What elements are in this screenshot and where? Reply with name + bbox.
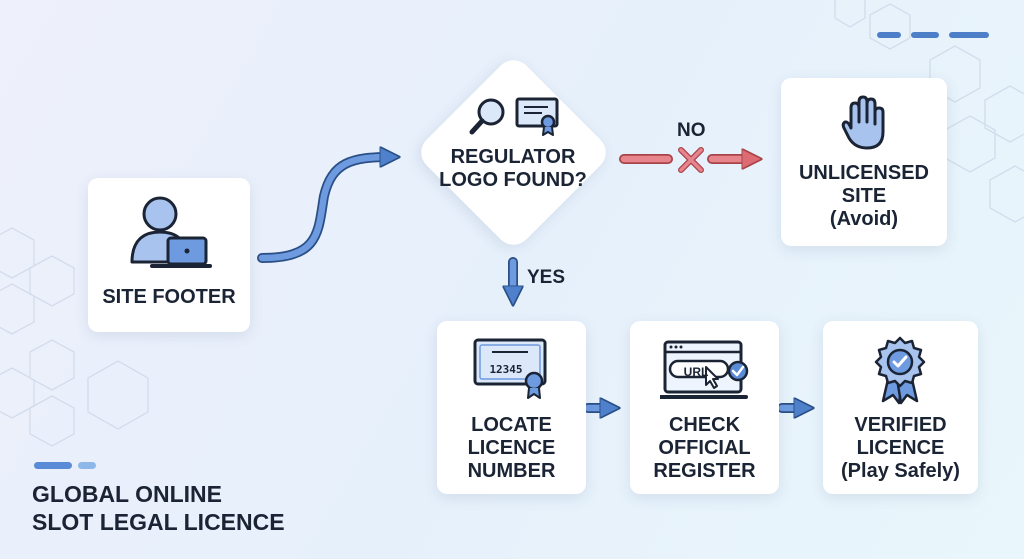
unlicensed-label-line1: UNLICENSED bbox=[798, 162, 929, 184]
node-unlicensed: UNLICENSED SITE (Avoid) bbox=[781, 78, 947, 246]
unlicensed-label-line2: SITE bbox=[841, 185, 887, 207]
check-label-line1: CHECK bbox=[668, 414, 741, 436]
title-line2: SLOT LEGAL LICENCE bbox=[32, 509, 285, 535]
regulator-label-line2: LOGO FOUND? bbox=[439, 169, 587, 191]
title-accent-bar-2 bbox=[78, 462, 96, 469]
node-site-footer: SITE FOOTER bbox=[88, 178, 250, 332]
locate-label-line1: LOCATE bbox=[471, 414, 552, 436]
locate-label-line2: LICENCE bbox=[467, 437, 556, 459]
x-mark-icon bbox=[678, 147, 704, 173]
arrow-footer-to-regulator bbox=[257, 152, 395, 263]
certificate-icon bbox=[515, 97, 559, 136]
node-verified: VERIFIED LICENCE (Play Safely) bbox=[823, 321, 978, 494]
verified-label-line2: LICENCE bbox=[856, 437, 945, 459]
unlicensed-label-line3: (Avoid) bbox=[829, 208, 899, 230]
node-locate-licence: 12345 LOCATE LICENCE NUMBER bbox=[437, 321, 586, 494]
magnifier-icon bbox=[469, 98, 505, 135]
no-label: NO bbox=[677, 120, 706, 141]
check-label-line2: OFFICIAL bbox=[658, 437, 751, 459]
verified-label-line3: (Play Safely) bbox=[841, 460, 960, 482]
certificate-number-icon bbox=[473, 338, 547, 399]
licence-number-text: 12345 bbox=[489, 363, 523, 376]
node-check-register: URL CHECK OFFICIAL REGISTER bbox=[630, 321, 779, 494]
yes-label: YES bbox=[527, 267, 566, 288]
browser-url-check-icon bbox=[660, 340, 749, 399]
locate-label-line3: NUMBER bbox=[467, 460, 556, 482]
verified-label-line1: VERIFIED bbox=[854, 414, 947, 436]
node-regulator-check: REGULATOR LOGO FOUND? bbox=[413, 52, 614, 253]
check-label-line3: REGISTER bbox=[653, 460, 756, 482]
regulator-label-line1: REGULATOR bbox=[450, 146, 576, 168]
url-text: URL bbox=[683, 365, 709, 379]
title-accent-bar-1 bbox=[34, 462, 72, 469]
site-footer-label: SITE FOOTER bbox=[102, 286, 236, 308]
badge-check-icon bbox=[874, 336, 926, 405]
title-line1: GLOBAL ONLINE bbox=[32, 481, 222, 507]
user-laptop-icon bbox=[130, 196, 212, 268]
page-title: GLOBAL ONLINE SLOT LEGAL LICENCE bbox=[32, 480, 285, 536]
hand-stop-icon bbox=[841, 95, 885, 150]
